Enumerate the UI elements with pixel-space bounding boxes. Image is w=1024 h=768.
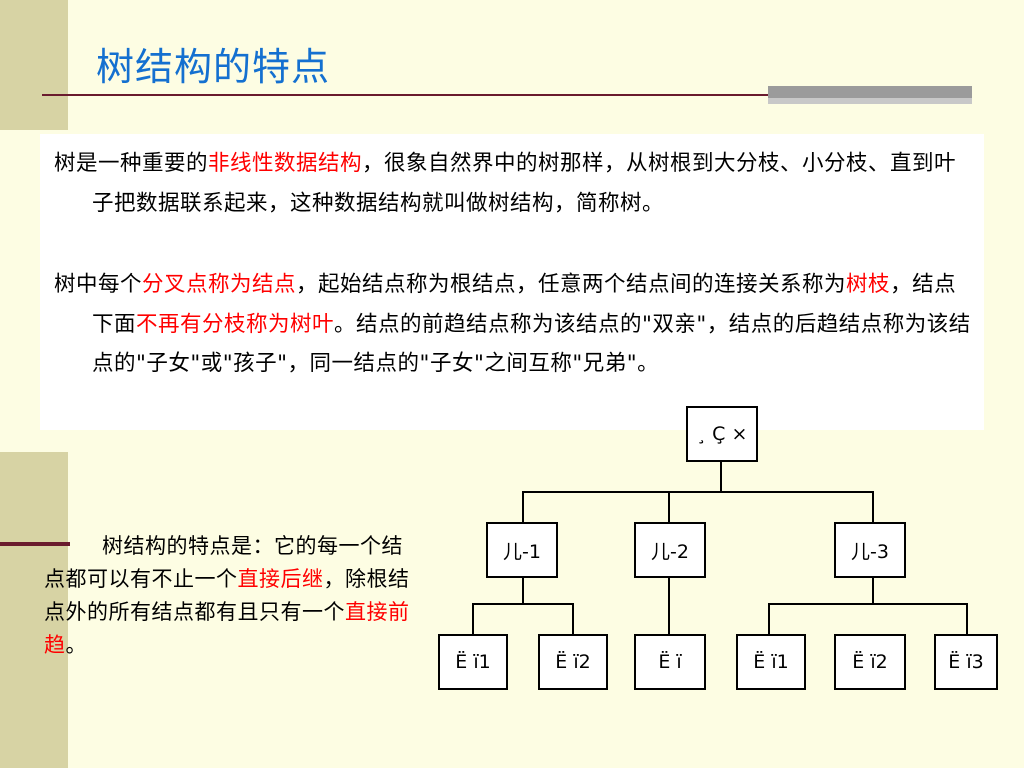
para2-highlight-node: 分叉点称为结点 [142,272,297,297]
tree-edge [572,603,574,635]
tree-root-node: ¸ Ç × [686,406,758,462]
para2-part4: 。结点的前趋结点称为该结点的"双亲"，结点的后趋结点称为该结点的"子女"或"孩子… [92,311,971,377]
left-decor-rule [0,542,70,546]
tree-child-node: 儿-2 [634,522,706,578]
tree-edge [522,491,874,493]
tree-child-node: 儿-1 [486,522,558,578]
para2-part3: ，结点下面 [92,272,957,337]
tree-edge [472,603,474,635]
tree-edge [720,460,722,492]
para1-suffix: ，很象自然界中的树那样，从树根到大分枝、小分枝、直到叶子把数据联系起来，这种数据… [92,151,957,216]
text-panel [40,134,984,430]
paragraph-definition: 树是一种重要的非线性数据结构，很象自然界中的树那样，从树根到大分枝、小分枝、直到… [54,144,974,223]
tree-edge [768,603,770,635]
features-text: 树结构的特点是：它的每一个结点都可以有不止一个直接后继，除根结点外的所有结点都有… [44,530,416,662]
paragraph-terms: 树中每个分叉点称为结点，起始结点称为根结点，任意两个结点间的连接关系称为树枝，结… [54,265,974,384]
features-part2: ，除根结点外的所有结点都有且只有一个 [44,567,410,624]
title-underline [42,94,972,96]
tree-leaf-node: Ë ï1 [438,634,508,690]
features-part1: 树结构的特点是：它的每一个结点都可以有不止一个 [44,534,403,591]
tree-edge [966,603,968,635]
para2-part1: 树中每个 [54,272,143,297]
tree-edge [522,576,524,604]
tree-child-node: 儿-3 [834,522,906,578]
tree-leaf-node: Ë ï2 [834,634,906,690]
tree-leaf-node: Ë ï1 [736,634,806,690]
tree-edge [768,603,968,605]
tree-edge [668,491,670,523]
para2-highlight-leaf: 不再有分枝称为树叶 [136,311,335,337]
para1-highlight: 非线性数据结构 [208,151,363,176]
features-part3: 。 [65,633,87,657]
para2-part2: ，起始结点称为根结点，任意两个结点间的连接关系称为 [296,272,847,297]
tree-edge [472,603,574,605]
tree-leaf-node: Ë ï3 [934,634,998,690]
tree-edge [668,576,670,635]
features-highlight-successor: 直接后继 [237,567,324,591]
tree-leaf-node: Ë ï2 [538,634,608,690]
tree-edge [522,491,524,523]
slide-title: 树结构的特点 [96,45,331,89]
tree-leaf-node: Ë ï [634,634,706,690]
tree-edge [872,491,874,523]
para1-prefix: 树是一种重要的 [54,151,209,176]
features-highlight-predecessor: 直接前趋 [44,600,410,657]
tree-edge [872,576,874,604]
para2-highlight-branch: 树枝 [846,272,891,297]
title-underline-accent-light [768,98,972,104]
